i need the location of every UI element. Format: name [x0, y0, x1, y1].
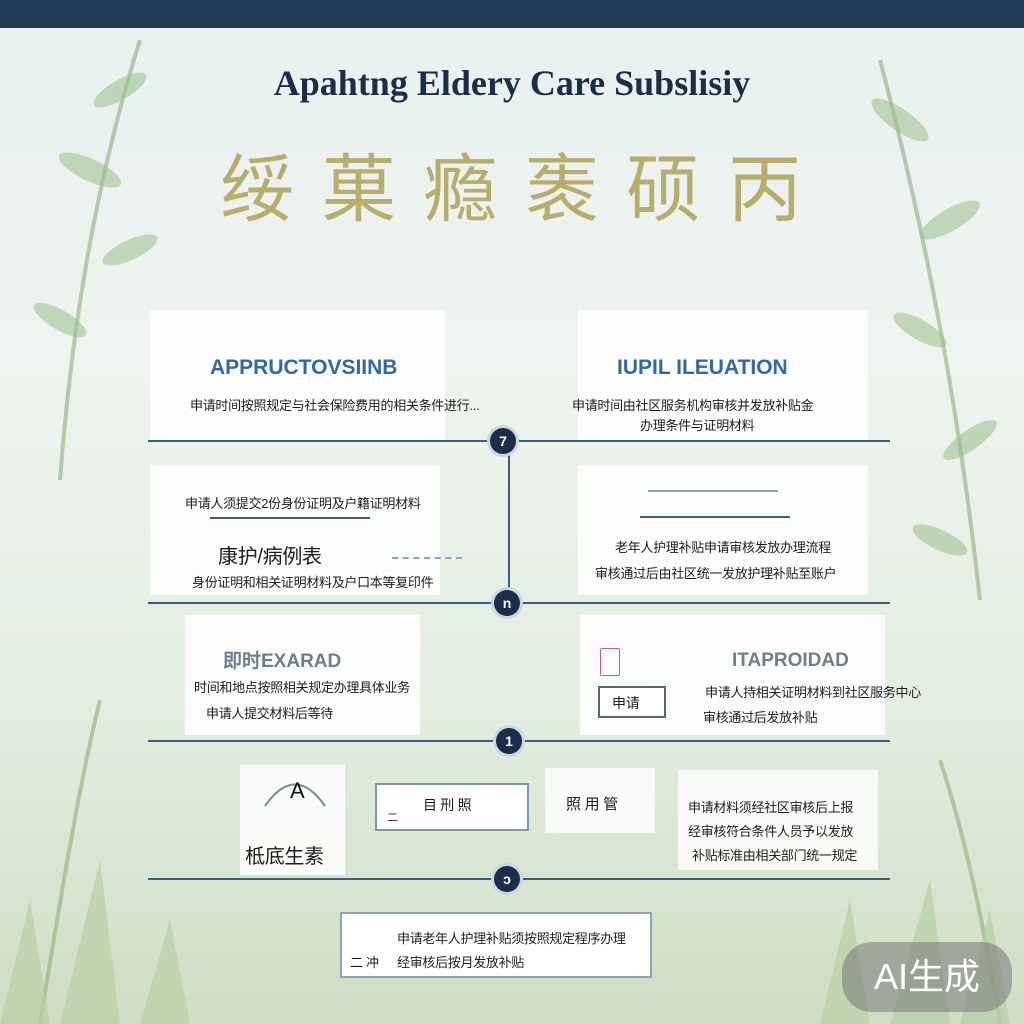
timeline-node-2: n [494, 590, 520, 616]
s4-box: 目 刑 照 二 [375, 783, 529, 831]
panel-s3-left [185, 615, 420, 735]
s4-right-text-2: 经审核符合条件人员予以发放 [688, 824, 854, 839]
timeline-stem [508, 450, 510, 600]
s2-left-text-3: 身份证明和相关证明材料及户口本等复印件 [192, 575, 434, 590]
panel-s4-right [678, 770, 878, 870]
s3-right-text-2: 审核通过后发放补贴 [703, 710, 818, 725]
s4-right-text-3: 补贴标准由相关部门统一规定 [692, 848, 858, 863]
page-subtitle: 绥 菓 瘾 袠 硕 丙 [220, 147, 804, 233]
s2-right-rule-2 [640, 516, 790, 518]
document-icon [600, 648, 620, 676]
s5-text-1: 申请老年人护理补贴须按照规定程序办理 [397, 931, 626, 946]
s3-right-heading: ITAPROIDAD [732, 650, 849, 671]
arch-label: A [290, 778, 305, 803]
s2-left-underline [210, 517, 370, 519]
s3-left-text-2: 申请人提交材料后等待 [206, 706, 334, 721]
panel-s1-left [150, 310, 445, 440]
panel-s4-left [240, 765, 345, 875]
s1-left-heading: APPRUCTOVSIINB [210, 356, 398, 379]
s4-box-label: 目 刑 照 [423, 797, 472, 813]
panel-s2-left [150, 465, 440, 595]
page-title: Apahtng Eldery Care Subslisiy [273, 63, 751, 103]
s4-left-label: 柢底生素 [245, 846, 324, 868]
s3-right-box: 申请 [598, 686, 666, 718]
s4-right-text-1: 申请材料须经社区审核后上报 [688, 800, 854, 815]
s2-right-text-2: 审核通过后由社区统一发放护理补贴至账户 [595, 566, 837, 581]
ai-generated-badge: AI生成 [842, 942, 1012, 1012]
s1-right-text-2: 办理条件与证明材料 [640, 418, 755, 433]
s4-box-sub: 二 [387, 812, 398, 824]
s5-box: 申请老年人护理补贴须按照规定程序办理 二 冲 经审核后按月发放补贴 [340, 912, 652, 978]
s1-right-heading: IUPIL ILEUATION [617, 356, 788, 379]
s1-left-text: 申请时间按照规定与社会保险费用的相关条件进行... [190, 398, 480, 413]
s5-prefix: 二 冲 [350, 955, 379, 970]
timeline-node-3: 1 [496, 728, 522, 754]
timeline-node-4: ↄ [494, 866, 520, 892]
s3-left-text-1: 时间和地点按照相关规定办理具体业务 [194, 680, 410, 695]
s2-right-text-1: 老年人护理补贴申请审核发放办理流程 [615, 540, 831, 555]
s1-right-text-1: 申请时间由社区服务机构审核并发放补贴金 [572, 398, 814, 413]
panel-s4-mid [545, 768, 655, 833]
timeline-node-1: 7 [490, 428, 516, 454]
timeline-row-1 [148, 440, 890, 442]
s2-left-text-2: 康护/病例表 [218, 546, 322, 568]
s3-right-text-1: 申请人持相关证明材料到社区服务中心 [705, 685, 921, 700]
s2-right-rule-1 [648, 490, 778, 492]
top-bar [0, 0, 1024, 28]
s2-dash [392, 557, 462, 559]
panel-s1-right [578, 310, 868, 440]
s5-text-2: 经审核后按月发放补贴 [397, 955, 525, 970]
s4-mid-label: 照 用 管 [566, 796, 618, 813]
s3-left-heading: 即时EXARAD [223, 651, 342, 672]
arch-icon: A [264, 778, 326, 807]
s2-left-text-1: 申请人须提交2份身份证明及户籍证明材料 [185, 496, 421, 511]
panel-s2-right [578, 465, 868, 595]
s3-right-box-label: 申请 [612, 695, 640, 711]
